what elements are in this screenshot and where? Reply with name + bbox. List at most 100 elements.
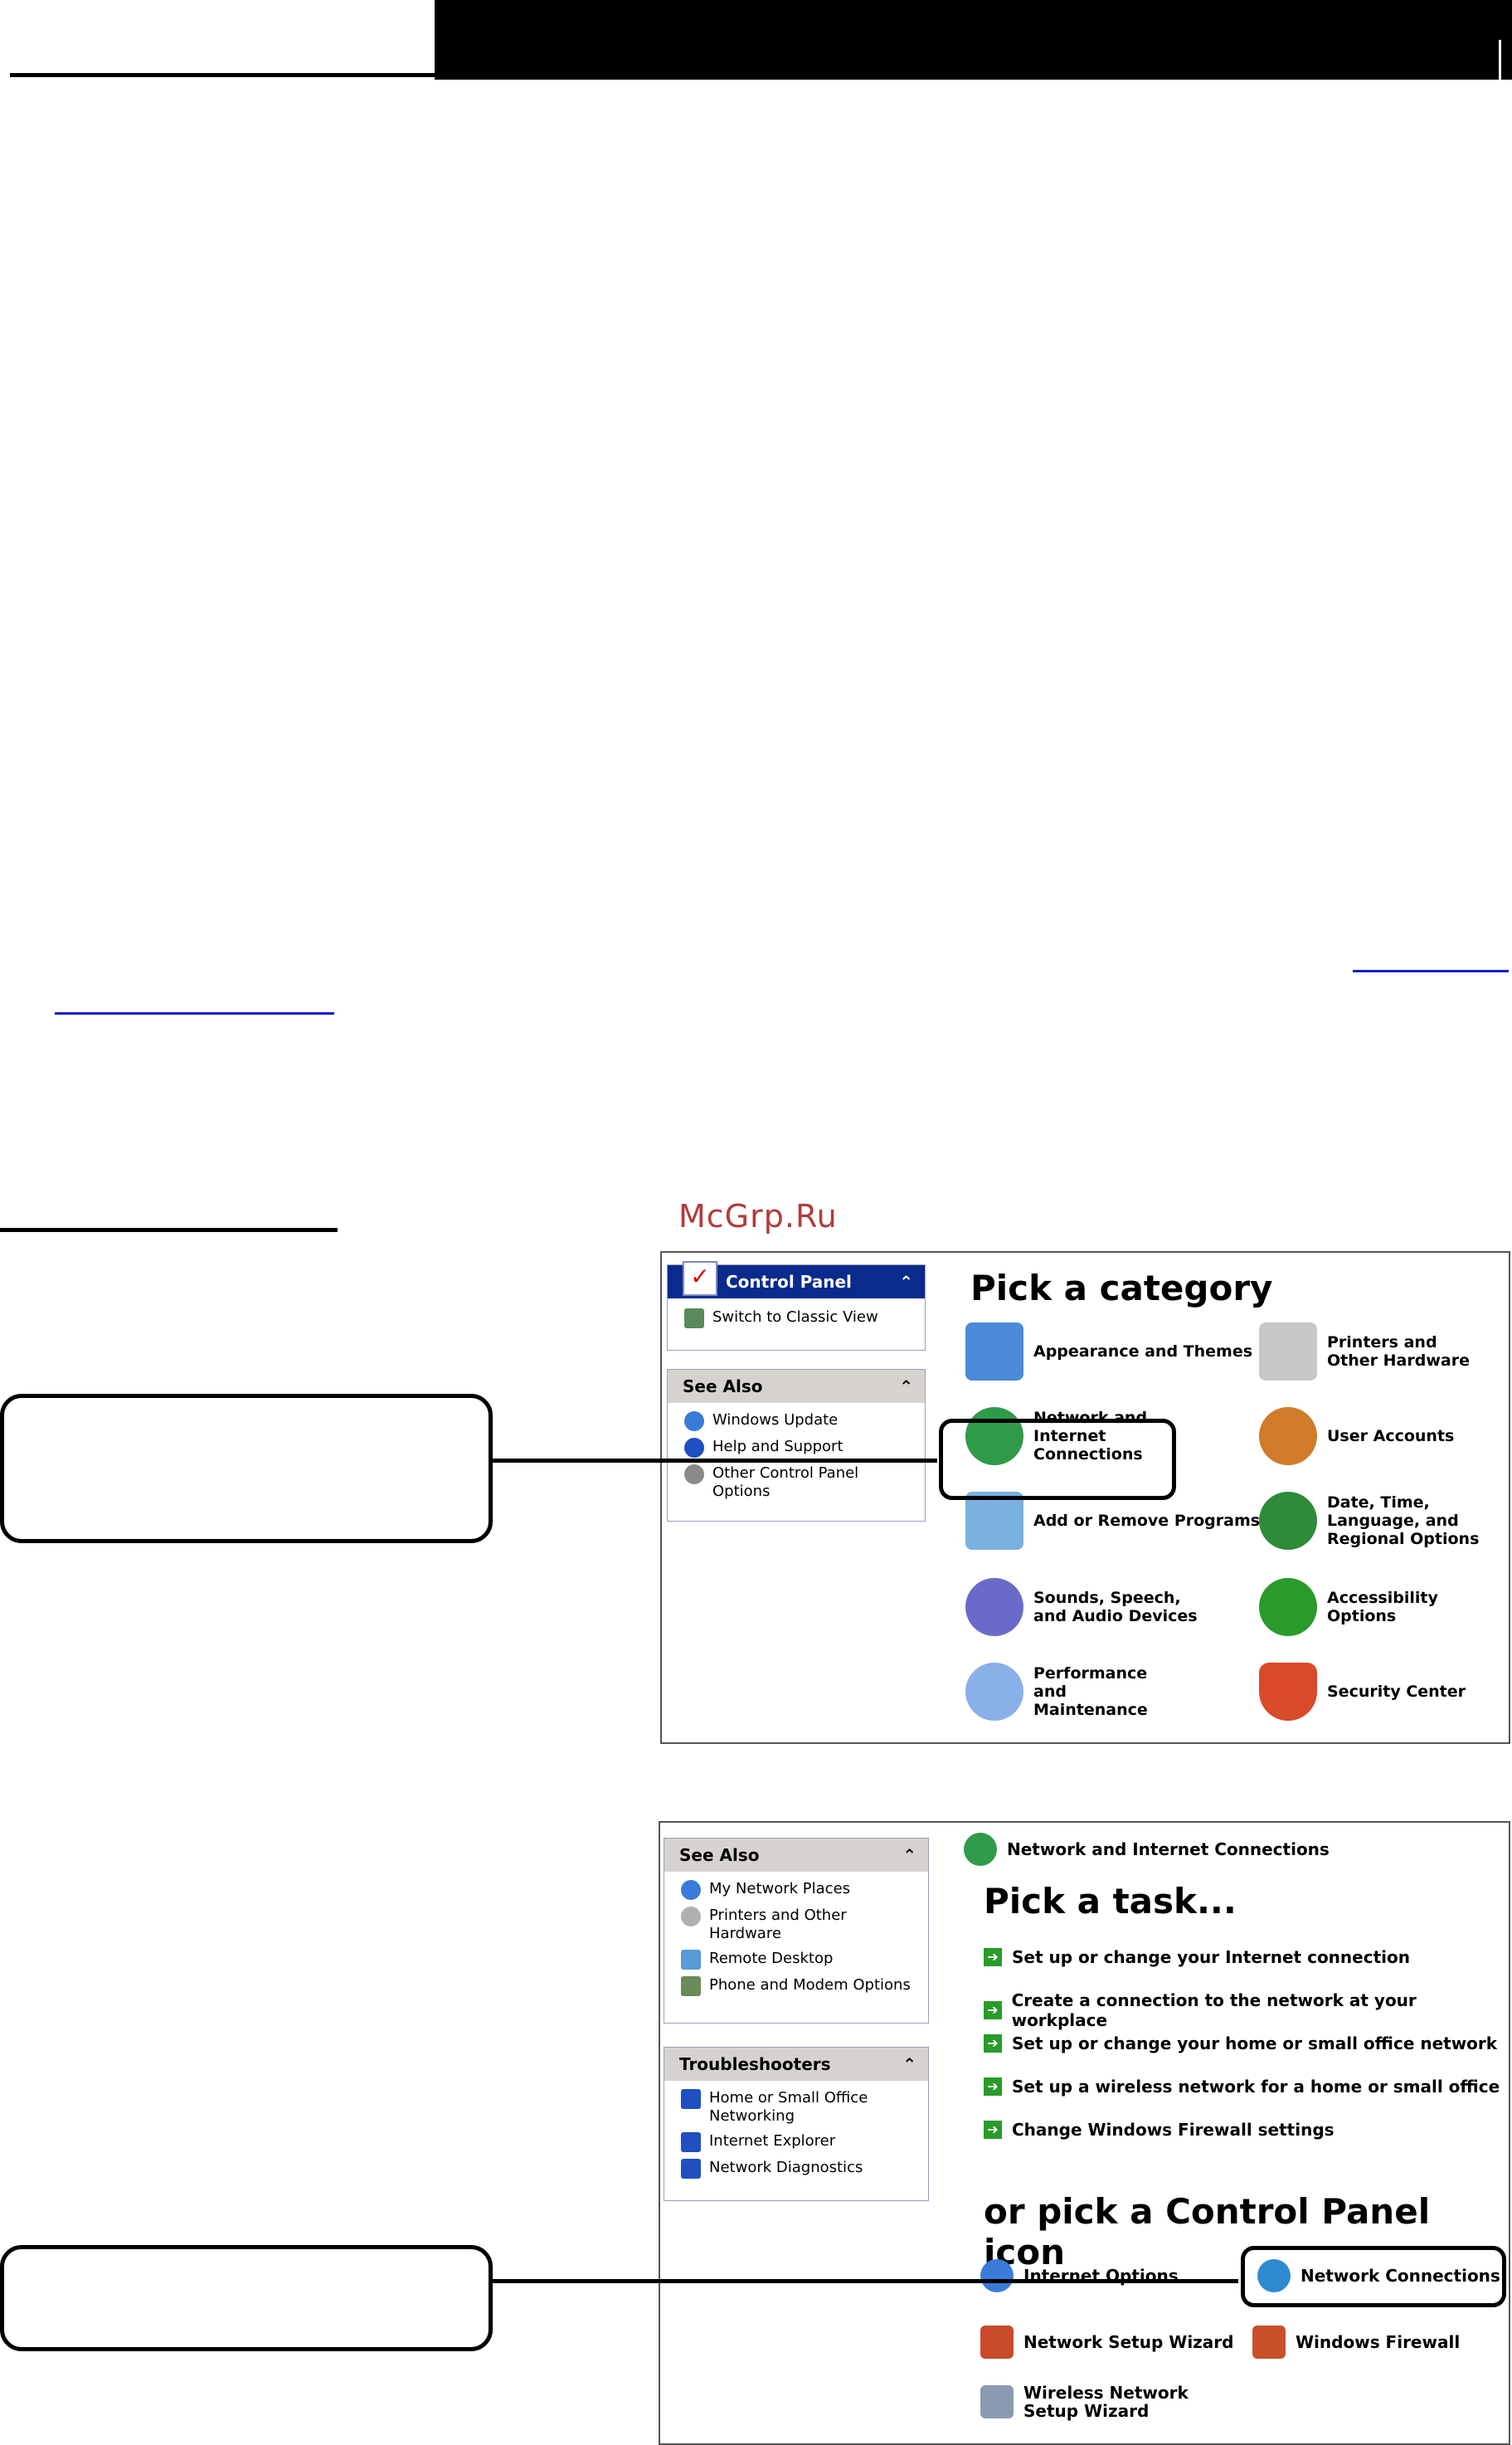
collapse-icon[interactable]: ⌃: [902, 2054, 916, 2074]
see-also-title: See Also: [679, 1845, 760, 1865]
category-appearance[interactable]: Appearance and Themes: [965, 1322, 1252, 1381]
category-label: User Accounts: [1327, 1427, 1455, 1445]
breadcrumb: Network and Internet Connections: [964, 1833, 1330, 1866]
category-accessibility[interactable]: Accessibility Options: [1259, 1578, 1509, 1636]
see-also-item[interactable]: Phone and Modem Options: [664, 1971, 928, 1998]
collapse-icon[interactable]: ⌃: [899, 1272, 913, 1292]
troubleshooter-item[interactable]: Home or Small Office Networking: [664, 2081, 928, 2127]
category-label: Add or Remove Programs: [1033, 1512, 1261, 1530]
shield-icon: [1259, 1663, 1317, 1721]
remote-desktop-icon: [681, 1950, 701, 1970]
icon-heading: or pick a Control Panel icon: [984, 2191, 1431, 2272]
printer-icon: [681, 1907, 701, 1926]
category-printers[interactable]: Printers and Other Hardware: [1259, 1322, 1500, 1381]
callout-connector: [489, 2279, 1238, 2283]
see-also-label: Windows Update: [712, 1411, 839, 1429]
arrow-icon: ➔: [984, 2121, 1002, 2139]
watermark: McGrp.Ru: [678, 1198, 838, 1235]
see-also-label: My Network Places: [709, 1880, 851, 1897]
cp-icon-label: Network Connections: [1301, 2266, 1500, 2286]
accessibility-icon: [1259, 1578, 1317, 1636]
see-also-label: Printers and Other Hardware: [709, 1907, 847, 1942]
task-label: Set up a wireless network for a home or …: [1012, 2077, 1500, 2097]
printer-icon: [1259, 1322, 1317, 1381]
see-also-label: Phone and Modem Options: [709, 1976, 911, 1994]
hyperlink-underline[interactable]: [1353, 970, 1509, 972]
help-icon: [681, 2132, 701, 2152]
category-add-remove[interactable]: Add or Remove Programs: [965, 1492, 1260, 1550]
task-link[interactable]: ➔ Change Windows Firewall settings: [984, 2120, 1335, 2140]
header-tick: [1499, 40, 1501, 80]
task-link[interactable]: ➔ Create a connection to the network at …: [984, 1990, 1509, 2030]
category-user-accounts[interactable]: User Accounts: [1259, 1407, 1454, 1465]
category-label: Performance and Maintenance: [1033, 1664, 1148, 1719]
music-icon: [965, 1578, 1023, 1636]
header-rule: [10, 73, 435, 77]
firewall-icon: [1252, 2326, 1286, 2359]
callout-box: [0, 1394, 493, 1543]
see-also-item[interactable]: Windows Update: [668, 1403, 925, 1433]
category-security[interactable]: Security Center: [1259, 1663, 1466, 1721]
cp-icon-wireless-setup[interactable]: Wireless Network Setup Wizard: [980, 2384, 1239, 2420]
appearance-icon: [965, 1322, 1023, 1381]
task-link[interactable]: ➔ Set up or change your home or small of…: [984, 2033, 1497, 2053]
cp-icon-windows-firewall[interactable]: Windows Firewall: [1252, 2326, 1460, 2359]
collapse-icon[interactable]: ⌃: [899, 1376, 913, 1396]
programs-icon: [965, 1492, 1023, 1550]
troubleshooter-item[interactable]: Internet Explorer: [664, 2127, 928, 2154]
task-heading: Pick a task...: [984, 1881, 1237, 1921]
troubleshooter-label: Network Diagnostics: [709, 2159, 863, 2176]
hyperlink-underline[interactable]: [55, 1012, 334, 1015]
network-icon: [964, 1833, 997, 1866]
task-link[interactable]: ➔ Set up or change your Internet connect…: [984, 1947, 1410, 1967]
wireless-icon: [980, 2385, 1014, 2418]
category-performance[interactable]: Performance and Maintenance: [965, 1663, 1214, 1721]
task-link[interactable]: ➔ Set up a wireless network for a home o…: [984, 2077, 1500, 2097]
see-also-label: Other Control Panel Options: [712, 1464, 859, 1500]
task-label: Set up or change your home or small offi…: [1012, 2033, 1498, 2053]
see-also-item[interactable]: Other Control Panel Options: [668, 1459, 925, 1503]
troubleshooter-label: Home or Small Office Networking: [709, 2089, 868, 2125]
category-date-time[interactable]: Date, Time, Language, and Regional Optio…: [1259, 1492, 1508, 1550]
see-also-box: See Also ⌃ My Network Places Printers an…: [664, 1838, 929, 2024]
control-panel-screenshot: ✓ Control Panel ⌃ Switch to Classic View…: [660, 1251, 1510, 1744]
cp-icon-label: Windows Firewall: [1296, 2332, 1461, 2352]
network-connections-highlight: [1241, 2246, 1506, 2307]
see-also-item[interactable]: Printers and Other Hardware: [664, 1902, 928, 1945]
see-also-label: Help and Support: [712, 1438, 844, 1455]
task-label: Set up or change your Internet connectio…: [1012, 1947, 1410, 1967]
category-label: Printers and Other Hardware: [1327, 1333, 1470, 1370]
see-also-item[interactable]: My Network Places: [664, 1872, 928, 1902]
help-icon: [681, 2159, 701, 2179]
see-also-item[interactable]: Help and Support: [668, 1433, 925, 1459]
switch-view-link[interactable]: Switch to Classic View: [668, 1298, 925, 1330]
cp-icon-internet-options[interactable]: Internet Options: [980, 2259, 1179, 2292]
troubleshooter-item[interactable]: Network Diagnostics: [664, 2154, 928, 2180]
see-also-title: See Also: [683, 1376, 763, 1396]
troubleshooters-box: Troubleshooters ⌃ Home or Small Office N…: [664, 2047, 929, 2201]
see-also-header: See Also ⌃: [668, 1370, 925, 1403]
breadcrumb-label: Network and Internet Connections: [1007, 1839, 1330, 1859]
gear-icon: [684, 1464, 704, 1484]
arrow-icon: ➔: [984, 2001, 1002, 2019]
cp-icon-network-connections[interactable]: Network Connections: [1257, 2259, 1500, 2292]
troubleshooters-header: Troubleshooters ⌃: [664, 2048, 928, 2081]
network-connections-icon: [1257, 2259, 1291, 2292]
help-icon: [681, 2089, 701, 2109]
cp-icon-network-setup-wizard[interactable]: Network Setup Wizard: [980, 2326, 1234, 2359]
category-label: Sounds, Speech, and Audio Devices: [1033, 1589, 1198, 1625]
switch-view-icon: [684, 1308, 704, 1328]
users-icon: [1259, 1407, 1317, 1465]
category-sounds[interactable]: Sounds, Speech, and Audio Devices: [965, 1578, 1214, 1636]
house-icon: [980, 2326, 1014, 2359]
arrow-icon: ➔: [984, 2034, 1002, 2053]
collapse-icon[interactable]: ⌃: [902, 1845, 916, 1865]
header-bar: [435, 0, 1512, 80]
arrow-icon: ➔: [984, 2077, 1002, 2096]
category-heading: Pick a category: [970, 1268, 1273, 1308]
troubleshooter-label: Internet Explorer: [709, 2132, 836, 2150]
see-also-item[interactable]: Remote Desktop: [664, 1945, 928, 1971]
see-also-label: Remote Desktop: [709, 1950, 834, 1967]
help-icon: [684, 1438, 704, 1458]
callout-box: [0, 2245, 493, 2351]
